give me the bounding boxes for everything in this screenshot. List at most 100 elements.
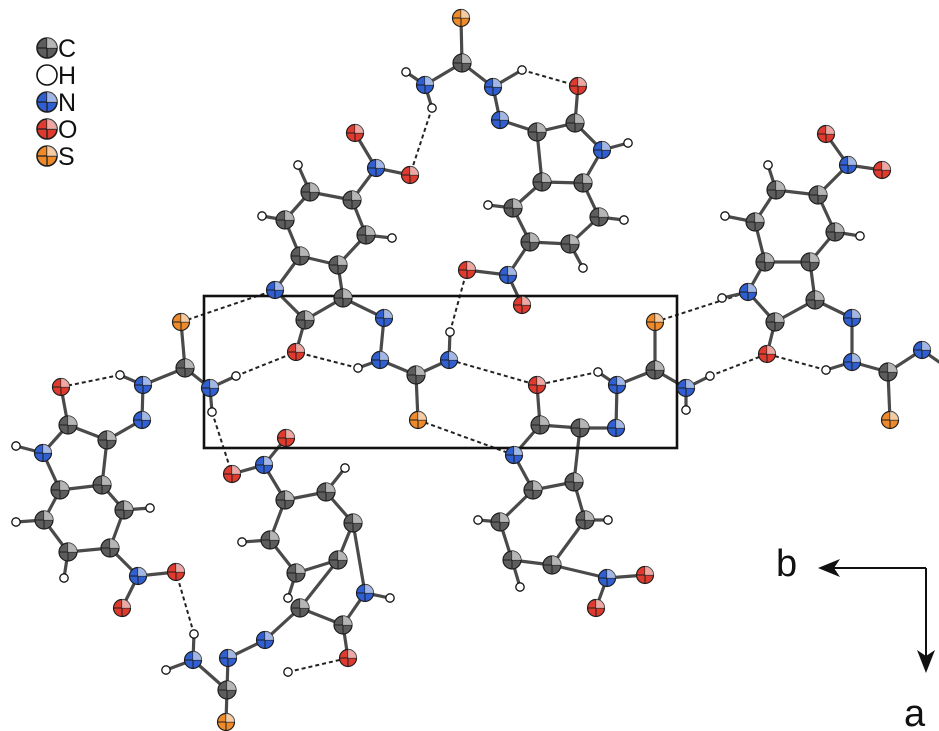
atom-c <box>560 234 580 254</box>
atom-o <box>527 375 547 395</box>
atom-c <box>114 500 134 520</box>
hydrogen-bond <box>295 351 359 369</box>
atom-h <box>717 293 727 303</box>
atom-c <box>565 113 585 133</box>
atom-h <box>207 407 217 417</box>
hydrogen-bond <box>211 411 233 475</box>
ellipsoid-octant-icon <box>36 91 58 113</box>
atom-c <box>805 290 825 310</box>
atom-n <box>483 77 503 97</box>
atom-h <box>483 200 493 210</box>
atom-h <box>681 405 691 415</box>
atom-c <box>542 555 562 575</box>
atom-n <box>738 282 758 302</box>
legend-item-s: S <box>36 143 75 171</box>
atom-n <box>218 648 238 668</box>
atom-c <box>490 512 510 532</box>
atom-n <box>504 445 524 465</box>
atom-o <box>345 123 365 143</box>
atom-s <box>216 712 236 731</box>
atom-n <box>607 375 627 395</box>
atom-n <box>254 455 274 475</box>
atom-c <box>275 490 295 510</box>
atom-h <box>231 371 241 381</box>
hydrogen-bond <box>654 291 749 323</box>
ellipsoid-octant-icon <box>36 145 58 167</box>
atom-h <box>11 441 21 451</box>
atom-c <box>58 542 78 562</box>
axis-indicator: b a <box>776 543 935 731</box>
atom-c <box>92 475 112 495</box>
atom-o <box>286 342 306 362</box>
atom-n <box>374 308 394 328</box>
atom-h <box>763 160 773 170</box>
atom-h <box>515 582 525 592</box>
atom-c <box>290 598 310 618</box>
hydrogen-bond <box>536 371 599 386</box>
atom-c <box>275 210 295 230</box>
a-axis-label: a <box>904 693 926 731</box>
hydrogen-bond <box>180 289 276 323</box>
hydrogen-bond <box>287 657 349 673</box>
atom-h <box>623 138 633 148</box>
b-axis-arrowhead <box>818 559 840 577</box>
atom-s <box>645 312 665 332</box>
atom-c <box>589 207 609 227</box>
atom-h <box>257 211 267 221</box>
atom-c <box>530 415 550 435</box>
atom-h <box>115 370 125 380</box>
atom-o <box>568 76 588 96</box>
atom-c <box>328 255 348 275</box>
atom-c <box>878 362 898 382</box>
hydrogen-bond <box>235 351 297 377</box>
atom-h <box>189 629 199 639</box>
atom-n <box>592 140 612 160</box>
hydrogen-bond <box>709 353 768 377</box>
atom-c <box>502 550 522 570</box>
atom-n <box>183 650 203 670</box>
atom-c <box>175 358 195 378</box>
unit-cell-box <box>202 294 679 450</box>
atom-n <box>838 155 858 175</box>
atom-c <box>800 252 820 272</box>
atom-n <box>370 350 390 370</box>
atom-c <box>503 198 523 218</box>
atom-h <box>593 367 603 377</box>
atom-c <box>745 212 765 232</box>
a-axis-arrowhead <box>917 650 935 673</box>
atom-c <box>50 480 70 500</box>
atom-c <box>333 288 353 308</box>
atom-h <box>445 327 455 337</box>
atom-c <box>406 365 426 385</box>
atom-h <box>353 363 363 373</box>
legend-label-c: C <box>58 35 76 63</box>
atom-h <box>427 103 437 113</box>
atom-c <box>825 222 845 242</box>
atom-h <box>578 263 588 273</box>
atom-c <box>58 415 78 435</box>
bond <box>351 521 367 595</box>
atom-o <box>586 598 606 618</box>
atom-c <box>527 122 547 142</box>
atom-n <box>200 378 220 398</box>
atom-c <box>765 312 785 332</box>
atom-n <box>415 75 435 95</box>
legend-label-n: N <box>58 89 76 117</box>
atom-c <box>570 418 590 438</box>
open-circle-icon <box>36 64 58 86</box>
atom-c <box>808 185 828 205</box>
atom-n <box>355 583 375 603</box>
hydrogen-bond <box>766 353 827 371</box>
atoms <box>11 8 932 731</box>
hydrogen-bond <box>449 359 538 386</box>
atom-n <box>128 566 148 586</box>
atom-n <box>842 308 862 328</box>
atom-c <box>100 538 120 558</box>
atom-c <box>316 482 336 502</box>
atom-o <box>757 344 777 364</box>
atom-h <box>161 665 171 675</box>
atom-c <box>575 510 595 530</box>
b-axis-label: b <box>776 543 797 585</box>
